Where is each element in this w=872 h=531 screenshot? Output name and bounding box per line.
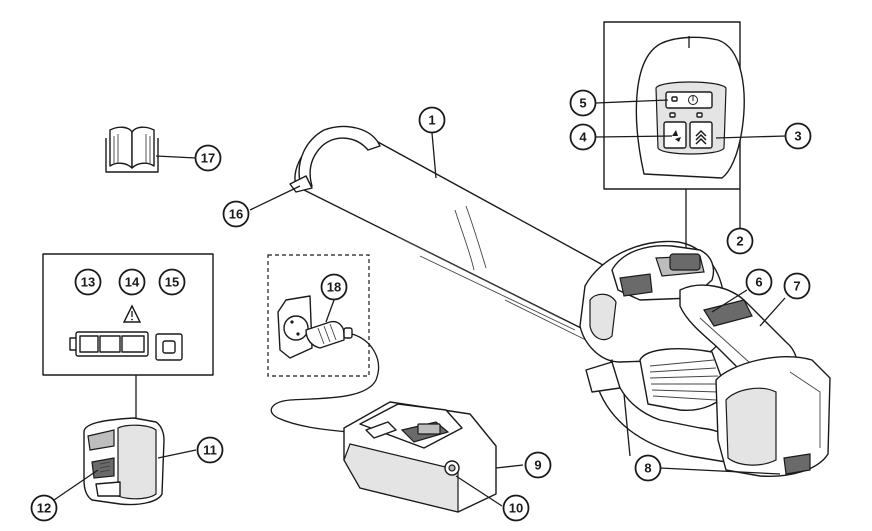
callout-17-label: 17 bbox=[201, 151, 215, 166]
power-outlet-icon bbox=[277, 295, 313, 359]
callout-4: 4 bbox=[569, 123, 597, 151]
callout-1: 1 bbox=[418, 106, 446, 134]
callout-9-label: 9 bbox=[534, 458, 541, 473]
power-cord bbox=[270, 333, 380, 433]
callout-9: 9 bbox=[524, 451, 552, 479]
control-panel-inset bbox=[603, 21, 745, 248]
callout-4-label: 4 bbox=[579, 130, 587, 145]
callout-14: 14 bbox=[118, 268, 146, 296]
callout-15: 15 bbox=[158, 268, 186, 296]
callout-3-label: 3 bbox=[794, 129, 801, 144]
callout-3: 3 bbox=[784, 122, 812, 150]
callout-18-label: 18 bbox=[327, 280, 341, 295]
callout-17: 17 bbox=[194, 144, 222, 172]
book-icon bbox=[105, 126, 159, 173]
callout-8-label: 8 bbox=[644, 461, 651, 476]
callout-11: 11 bbox=[196, 436, 224, 464]
callout-7: 7 bbox=[783, 272, 811, 300]
callout-14-label: 14 bbox=[125, 275, 140, 290]
turbo-chevrons-icon bbox=[695, 129, 707, 145]
power-icon bbox=[688, 95, 698, 105]
callout-6: 6 bbox=[745, 268, 773, 296]
callout-2: 2 bbox=[726, 227, 754, 255]
callout-16-label: 16 bbox=[229, 207, 243, 222]
callout-12: 12 bbox=[30, 494, 58, 522]
leader-lines bbox=[53, 99, 787, 507]
callout-1-label: 1 bbox=[428, 113, 435, 128]
battery-level-icon bbox=[69, 331, 149, 357]
blower-body bbox=[579, 240, 831, 477]
warning-triangle-icon bbox=[122, 304, 142, 323]
callout-12-label: 12 bbox=[37, 501, 51, 516]
callout-16: 16 bbox=[222, 200, 250, 228]
callout-13: 13 bbox=[74, 268, 102, 296]
callout-11-label: 11 bbox=[203, 443, 217, 458]
blower-tube bbox=[289, 125, 613, 343]
battery-pack bbox=[83, 417, 165, 506]
callout-8: 8 bbox=[634, 454, 662, 482]
callout-15-label: 15 bbox=[165, 275, 179, 290]
outlet-inset bbox=[267, 254, 370, 377]
callout-13-label: 13 bbox=[81, 275, 95, 290]
callout-5-label: 5 bbox=[579, 96, 586, 111]
intake-grille bbox=[649, 359, 720, 401]
charger bbox=[343, 401, 497, 513]
callout-2-label: 2 bbox=[736, 234, 743, 249]
callout-6-label: 6 bbox=[755, 275, 762, 290]
callout-7-label: 7 bbox=[793, 279, 800, 294]
plug bbox=[305, 320, 353, 349]
fan-eco-icon bbox=[672, 130, 681, 142]
callout-10-label: 10 bbox=[509, 501, 523, 516]
callout-10: 10 bbox=[502, 494, 530, 522]
callout-5: 5 bbox=[569, 89, 597, 117]
callout-18: 18 bbox=[320, 273, 348, 301]
